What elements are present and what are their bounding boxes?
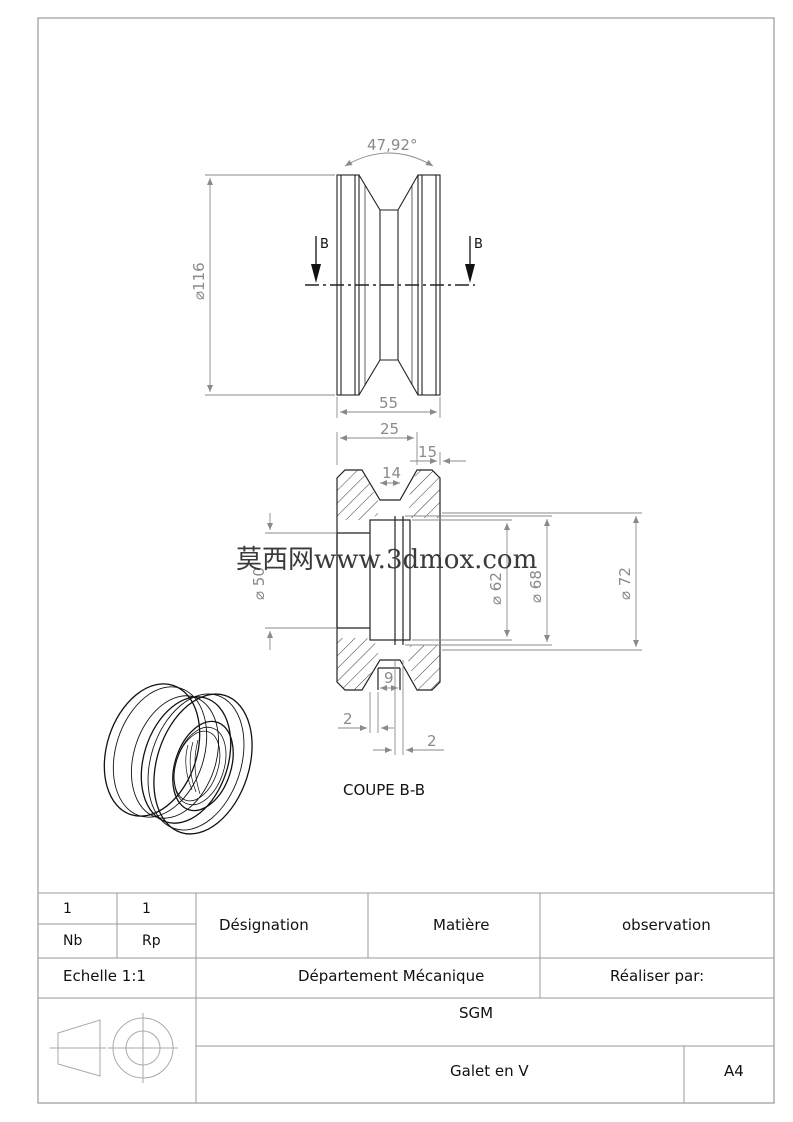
isometric-view (103, 683, 253, 835)
title-block (38, 892, 774, 1103)
dim-width-55-text: 55 (379, 394, 398, 412)
dim-diameter-72-text: ⌀ 72 (616, 567, 634, 600)
part-name: Galet en V (450, 1062, 529, 1080)
dim-15 (410, 452, 466, 465)
dim-2a (338, 692, 394, 733)
scale-label: Echelle 1:1 (63, 967, 146, 985)
dim-2b-text: 2 (427, 732, 437, 750)
made-by-label: Réaliser par: (610, 967, 704, 985)
dim-diameter-68 (405, 515, 552, 646)
section-arrow-right (465, 236, 475, 283)
section-mark-right: B (474, 237, 483, 252)
section-arrow-left (311, 236, 321, 283)
company-label: SGM (459, 1004, 493, 1022)
dim-diameter-62-text: ⌀ 62 (487, 572, 505, 605)
nb-value: 1 (63, 901, 72, 917)
dim-diameter-68-text: ⌀ 68 (527, 570, 545, 603)
department-label: Département Mécanique (298, 967, 484, 985)
dim-diameter-50-text: ⌀ 50 (250, 567, 268, 600)
sheet-format: A4 (724, 1062, 744, 1080)
watermark: 莫西网www.3dmox.com (236, 545, 537, 575)
projection-symbol-icon (50, 1013, 178, 1083)
dim-angle (344, 152, 434, 167)
section-view (336, 469, 441, 691)
dim-2a-text: 2 (343, 710, 353, 728)
dim-angle-text: 47,92° (367, 136, 417, 154)
matiere-label: Matière (433, 916, 489, 934)
rp-value: 1 (142, 901, 151, 917)
section-title: COUPE B-B (343, 781, 425, 799)
dim-diameter-116-text: ⌀116 (190, 262, 208, 300)
dim-2b (373, 660, 444, 755)
drawing-border (37, 17, 775, 1104)
dim-9-text: 9 (384, 669, 394, 687)
dim-diameter-72 (442, 512, 642, 651)
dim-25-text: 25 (380, 420, 399, 438)
dim-width-55 (336, 397, 441, 418)
dim-diameter-116 (205, 174, 335, 396)
dim-15-text: 15 (418, 443, 437, 461)
rp-label: Rp (142, 933, 161, 949)
observation-label: observation (622, 916, 711, 934)
dim-diameter-62 (412, 519, 512, 641)
designation-label: Désignation (219, 916, 309, 934)
nb-label: Nb (63, 933, 82, 949)
section-mark-left: B (320, 237, 329, 252)
dim-diameter-50 (265, 513, 336, 650)
dim-25 (336, 432, 418, 465)
dim-14-text: 14 (382, 464, 401, 482)
